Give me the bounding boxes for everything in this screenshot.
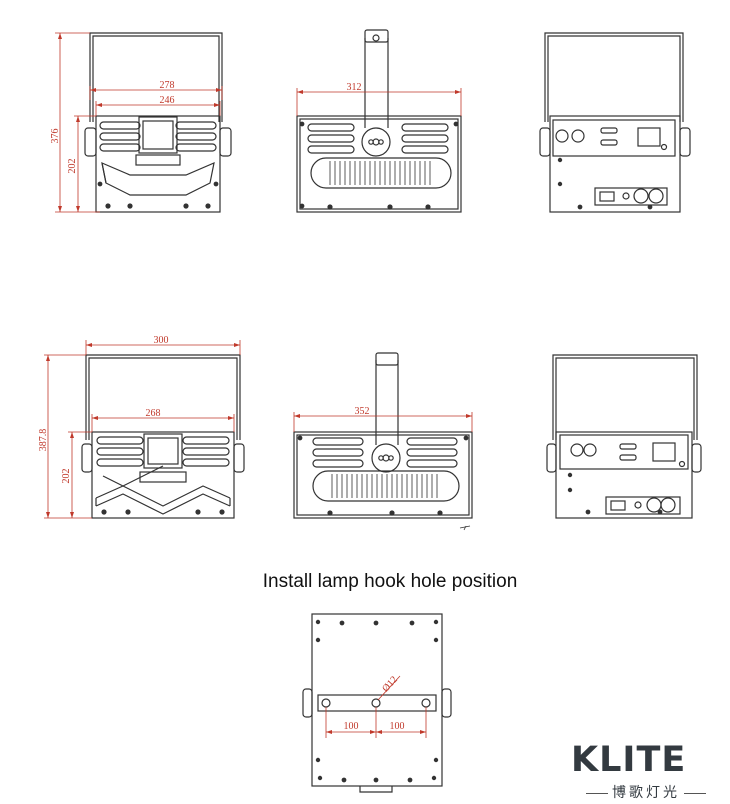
dim-bottom-left-inner-width: 268 bbox=[146, 408, 161, 419]
dim-top-left-height: 376 bbox=[50, 129, 61, 144]
hook-hole-view bbox=[302, 613, 452, 793]
dim-top-left-lower: 202 bbox=[67, 159, 78, 174]
rear-view-large bbox=[546, 354, 702, 519]
brand-subtitle: 博歌灯光 bbox=[571, 782, 721, 802]
rear-view-small bbox=[539, 32, 691, 213]
front-view-large bbox=[293, 352, 473, 531]
dim-bottom-left-height: 387.8 bbox=[38, 429, 49, 452]
dim-bottom-left-outer-width: 300 bbox=[154, 335, 169, 346]
brand-wordmark: KLITE bbox=[571, 740, 687, 780]
dim-bottom-left-lower: 202 bbox=[61, 469, 72, 484]
dim-hook-right-spacing: 100 bbox=[390, 721, 405, 732]
dim-hook-hole-diameter: Ø12 bbox=[380, 674, 400, 694]
dim-top-left-inner-width: 246 bbox=[160, 95, 175, 106]
section-heading: Install lamp hook hole position bbox=[263, 571, 518, 592]
side-view-large bbox=[81, 354, 245, 519]
front-view-small bbox=[296, 29, 462, 213]
dim-hook-left-spacing: 100 bbox=[344, 721, 359, 732]
dim-top-middle-width: 312 bbox=[347, 82, 362, 93]
dim-bottom-middle-width: 352 bbox=[355, 406, 370, 417]
dim-top-left-outer-width: 278 bbox=[160, 80, 175, 91]
brand-logo: KLITE 博歌灯光 bbox=[571, 740, 721, 802]
side-view-small bbox=[84, 32, 232, 213]
